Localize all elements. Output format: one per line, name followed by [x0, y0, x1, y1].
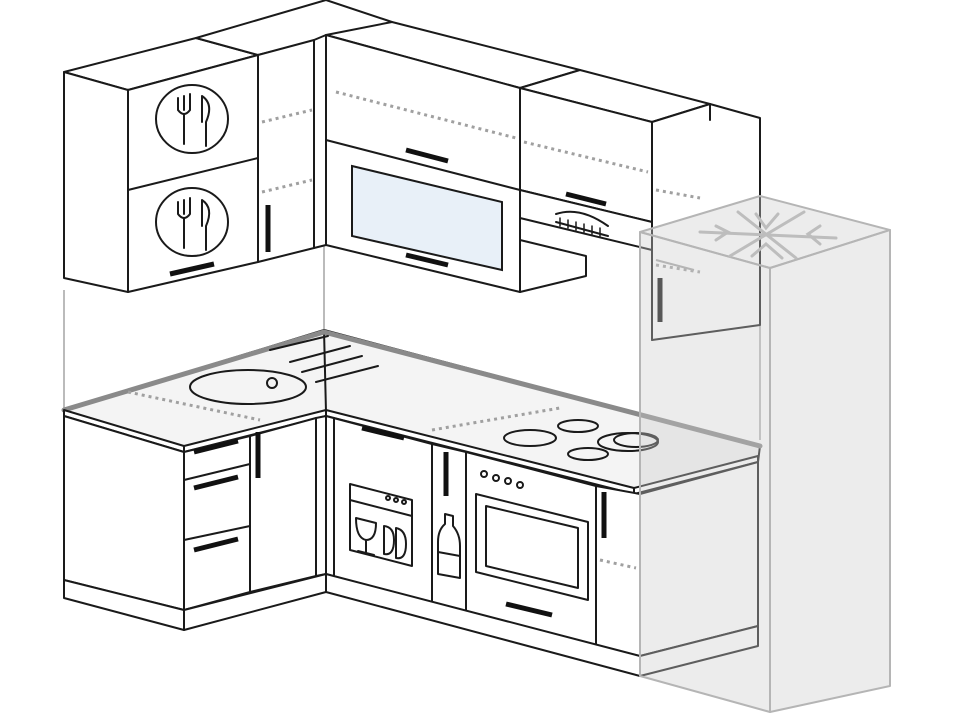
fork-knife-icon — [155, 187, 229, 257]
bottle-icon — [437, 513, 461, 579]
snowflake-icon — [698, 210, 838, 260]
fridge — [639, 195, 891, 713]
upper-right-cabinet — [651, 103, 761, 341]
fork-knife-icon — [155, 84, 229, 154]
hob-icon — [503, 419, 659, 461]
sink-icon — [189, 335, 379, 405]
lower-left-cabinets — [63, 415, 327, 631]
lower-right-cabinet — [639, 461, 759, 677]
upper-back-cabinets — [325, 21, 711, 293]
oven-icon — [475, 470, 589, 618]
wine-glass-icon — [349, 483, 413, 567]
glass-door — [351, 164, 503, 272]
